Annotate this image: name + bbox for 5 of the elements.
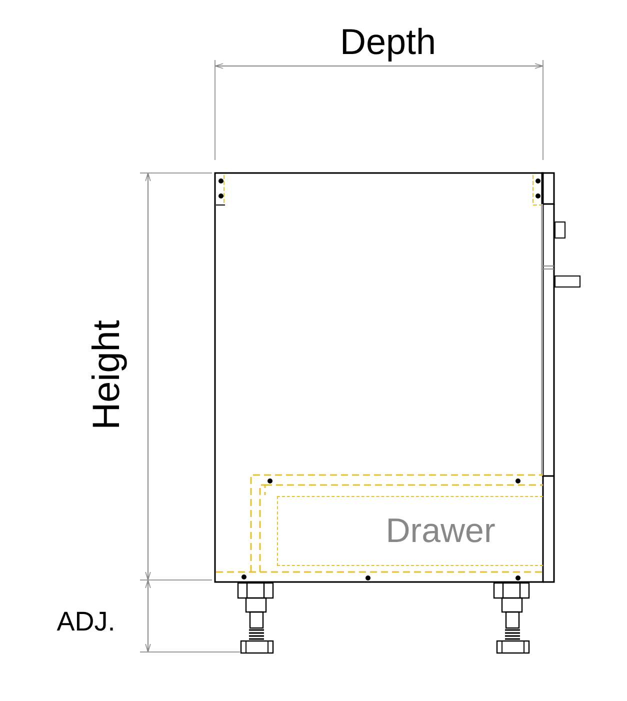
dimension-label: ADJ.: [56, 608, 116, 636]
dimension-label: Height: [88, 320, 126, 430]
dimension-label: Depth: [340, 24, 436, 60]
drawer-outline: [277, 496, 543, 566]
drawer-label: Drawer: [386, 514, 496, 548]
